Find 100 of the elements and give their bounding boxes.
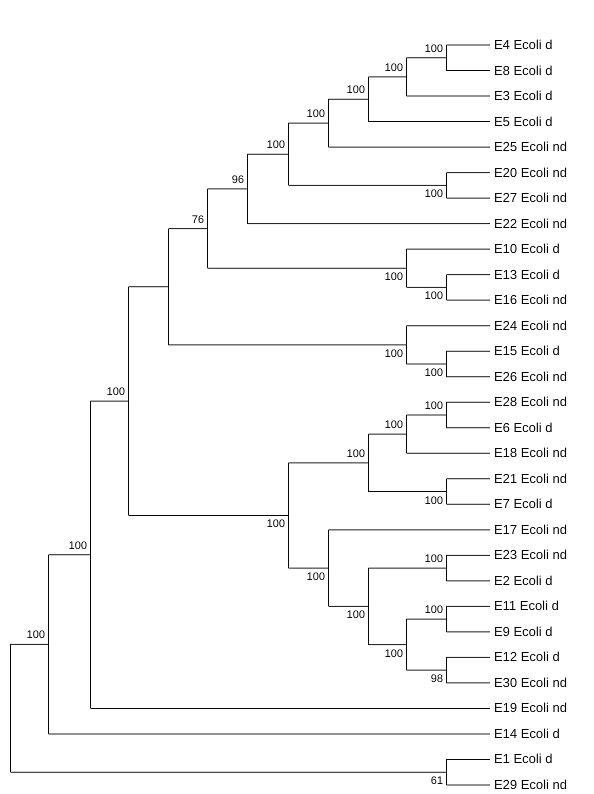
tree-branch bbox=[446, 172, 490, 174]
bootstrap-value: 100 bbox=[306, 108, 325, 120]
tree-branch bbox=[10, 772, 446, 773]
tree-branch bbox=[168, 228, 208, 230]
bootstrap-value: 100 bbox=[384, 62, 403, 74]
bootstrap-value: 100 bbox=[424, 604, 443, 616]
bootstrap-value: 100 bbox=[424, 553, 443, 566]
tree-branch bbox=[446, 682, 490, 684]
taxon-label: E21 Ecoli nd bbox=[490, 470, 567, 487]
tree-branch bbox=[406, 57, 446, 58]
tree-branch bbox=[446, 427, 490, 428]
tree-branch bbox=[368, 434, 406, 435]
bootstrap-value: 100 bbox=[424, 290, 443, 302]
tree-branch bbox=[247, 223, 490, 224]
tree-branch bbox=[446, 478, 490, 480]
tree-branch bbox=[90, 400, 128, 402]
tree-branch bbox=[128, 514, 288, 516]
tree-branch bbox=[406, 414, 446, 416]
bootstrap-value: 100 bbox=[384, 348, 403, 360]
tree-branch bbox=[406, 286, 446, 288]
taxon-label: E1 Ecoli d bbox=[490, 751, 553, 768]
taxon-label: E23 Ecoli nd bbox=[490, 547, 567, 564]
tree-branch bbox=[406, 670, 446, 671]
tree-branch bbox=[48, 554, 90, 556]
taxon-label: E24 Ecoli nd bbox=[490, 318, 567, 334]
taxon-label: E12 Ecoli d bbox=[490, 649, 560, 666]
tree-branch bbox=[406, 325, 490, 326]
taxon-label: E3 Ecoli d bbox=[490, 88, 553, 104]
tree-branch bbox=[328, 146, 490, 148]
taxon-label: E4 Ecoli d bbox=[490, 37, 553, 53]
tree-branch bbox=[406, 96, 490, 97]
bootstrap-value: 98 bbox=[430, 673, 443, 686]
taxon-label: E27 Ecoli nd bbox=[490, 190, 567, 206]
taxon-label: E13 Ecoli d bbox=[490, 266, 560, 283]
bootstrap-value: 100 bbox=[266, 518, 285, 530]
tree-branch bbox=[446, 402, 490, 403]
taxon-label: E30 Ecoli nd bbox=[490, 674, 567, 691]
tree-branch bbox=[288, 122, 328, 124]
tree-branch bbox=[168, 344, 406, 346]
bootstrap-value: 76 bbox=[190, 214, 204, 226]
tree-branch bbox=[128, 286, 168, 288]
taxon-label: E28 Ecoli nd bbox=[490, 394, 567, 410]
bootstrap-value: 100 bbox=[266, 139, 285, 152]
tree-branch bbox=[288, 462, 368, 464]
taxon-label: E26 Ecoli nd bbox=[490, 368, 567, 385]
tree-branch bbox=[446, 631, 490, 632]
tree-branch bbox=[446, 376, 490, 378]
tree-branch bbox=[446, 554, 490, 556]
tree-branch bbox=[247, 154, 288, 155]
tree-branch bbox=[328, 98, 368, 100]
bootstrap-value: 96 bbox=[230, 174, 244, 186]
tree-branch bbox=[446, 70, 490, 72]
tree-branch bbox=[446, 784, 490, 786]
tree-branch bbox=[406, 452, 490, 454]
tree-branch bbox=[10, 644, 48, 645]
tree-branch bbox=[406, 618, 446, 620]
taxon-label: E11 Ecoli d bbox=[490, 598, 559, 614]
tree-branch bbox=[406, 363, 446, 364]
taxon-label: E5 Ecoli d bbox=[490, 114, 553, 130]
bootstrap-value: 100 bbox=[424, 42, 443, 55]
tree-branch bbox=[328, 529, 490, 530]
tree-branch bbox=[368, 121, 490, 122]
bootstrap-value: 100 bbox=[26, 629, 45, 642]
bootstrap-value: 100 bbox=[424, 366, 443, 379]
taxon-label: E20 Ecoli nd bbox=[490, 164, 567, 181]
bootstrap-value: 100 bbox=[106, 386, 125, 398]
tree-branch bbox=[288, 184, 446, 186]
tree-branch bbox=[446, 300, 490, 301]
tree-branch bbox=[48, 733, 490, 734]
taxon-label: E25 Ecoli nd bbox=[490, 139, 567, 156]
bootstrap-value: 100 bbox=[424, 188, 443, 200]
bootstrap-value: 100 bbox=[424, 400, 443, 412]
taxon-label: E7 Ecoli d bbox=[490, 496, 553, 512]
bootstrap-value: 100 bbox=[346, 448, 365, 460]
taxon-label: E18 Ecoli nd bbox=[490, 445, 567, 462]
tree-branch bbox=[368, 644, 406, 646]
bootstrap-value: 100 bbox=[384, 271, 403, 284]
bootstrap-value: 100 bbox=[384, 419, 403, 432]
tree-branch bbox=[368, 568, 446, 569]
taxon-label: E2 Ecoli d bbox=[490, 572, 553, 589]
taxon-label: E6 Ecoli d bbox=[490, 420, 553, 436]
tree-branch bbox=[446, 606, 490, 607]
tree-branch bbox=[446, 758, 490, 760]
taxon-label: E10 Ecoli d bbox=[490, 241, 560, 258]
tree-branch bbox=[446, 580, 490, 582]
tree-branch bbox=[446, 274, 490, 276]
tree-branch bbox=[446, 44, 490, 46]
taxon-label: E29 Ecoli nd bbox=[490, 777, 567, 793]
tree-branch bbox=[446, 504, 490, 505]
tree-branch bbox=[446, 350, 490, 352]
taxon-label: E14 Ecoli d bbox=[490, 726, 560, 742]
bootstrap-value: 100 bbox=[424, 494, 443, 507]
taxon-label: E8 Ecoli d bbox=[490, 62, 553, 79]
tree-branch bbox=[406, 248, 490, 250]
bootstrap-value: 100 bbox=[68, 540, 87, 552]
tree-branch bbox=[288, 568, 328, 569]
bootstrap-value: 100 bbox=[346, 84, 365, 96]
tree-branch bbox=[368, 491, 446, 492]
tree-branch bbox=[328, 606, 368, 607]
tree-branch bbox=[207, 188, 248, 190]
